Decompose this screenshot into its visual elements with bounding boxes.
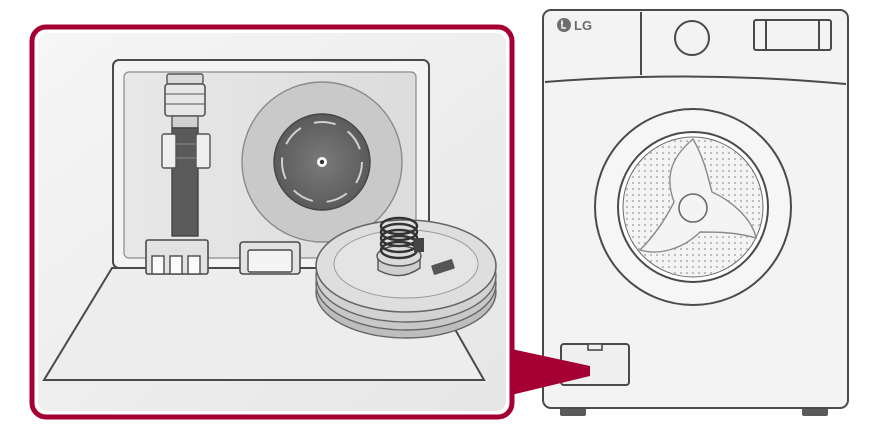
program-dial [674, 20, 710, 56]
service-door-latch [587, 343, 603, 351]
lg-logo-icon [557, 18, 571, 32]
bottom-connectors [145, 239, 301, 275]
drain-filter-icon [315, 216, 497, 339]
drum-hub [678, 193, 708, 223]
zoomed-service-area [42, 59, 497, 381]
pump-housing [241, 81, 403, 243]
brand-logo-text: LG [574, 18, 592, 33]
control-panel-divider [544, 75, 847, 85]
washing-machine: LG [542, 9, 849, 416]
callout-pointer-icon [507, 348, 590, 396]
drain-hose [161, 73, 211, 237]
display-panel [753, 19, 832, 51]
